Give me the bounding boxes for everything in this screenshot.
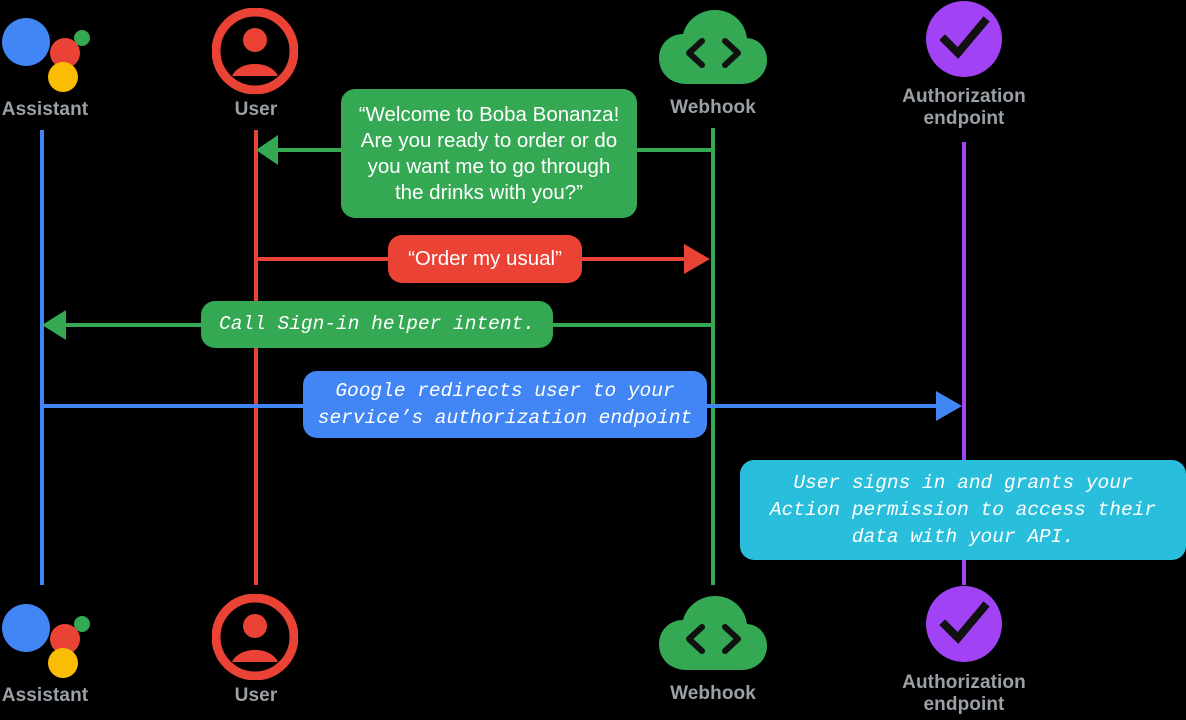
message-bubble-welcome[interactable]: “Welcome to Boba Bonanza! Are you ready … [341,89,637,218]
arrowhead-signin [42,310,66,340]
lifeline-webhook [711,128,715,585]
actor-label-webhook-bottom: Webhook [670,683,756,704]
user-avatar-icon [211,7,299,95]
lifeline-user [254,130,258,585]
cloud-code-icon-bottom [657,594,769,674]
google-assistant-icon-bottom [0,592,96,684]
message-bubble-signin[interactable]: Call Sign-in helper intent. [201,301,553,348]
cloud-code-icon [657,8,769,88]
message-bubble-grant[interactable]: User signs in and grants your Action per… [740,460,1186,560]
arrowhead-redirect [936,391,962,421]
actor-label-webhook: Webhook [670,97,756,118]
lifeline-assistant [40,130,44,585]
actor-label-user: User [234,99,278,120]
actor-label-assistant-bottom: Assistant [1,685,89,706]
actor-label-assistant: Assistant [1,99,89,120]
purple-check-circle-icon-bottom [925,585,1003,663]
lifeline-authorization [962,142,966,585]
actor-label-user-bottom: User [234,685,278,706]
google-assistant-icon [0,6,96,98]
arrowhead-welcome [256,135,278,165]
user-avatar-icon-bottom [211,593,299,681]
actor-label-authorization-bottom: Authorization endpoint [902,672,1026,715]
message-bubble-redirect[interactable]: Google redirects user to your service’s … [303,371,707,438]
arrowhead-order [684,244,710,274]
actor-label-authorization: Authorization endpoint [902,86,1026,129]
message-bubble-order[interactable]: “Order my usual” [388,235,582,283]
purple-check-circle-icon [925,0,1003,78]
